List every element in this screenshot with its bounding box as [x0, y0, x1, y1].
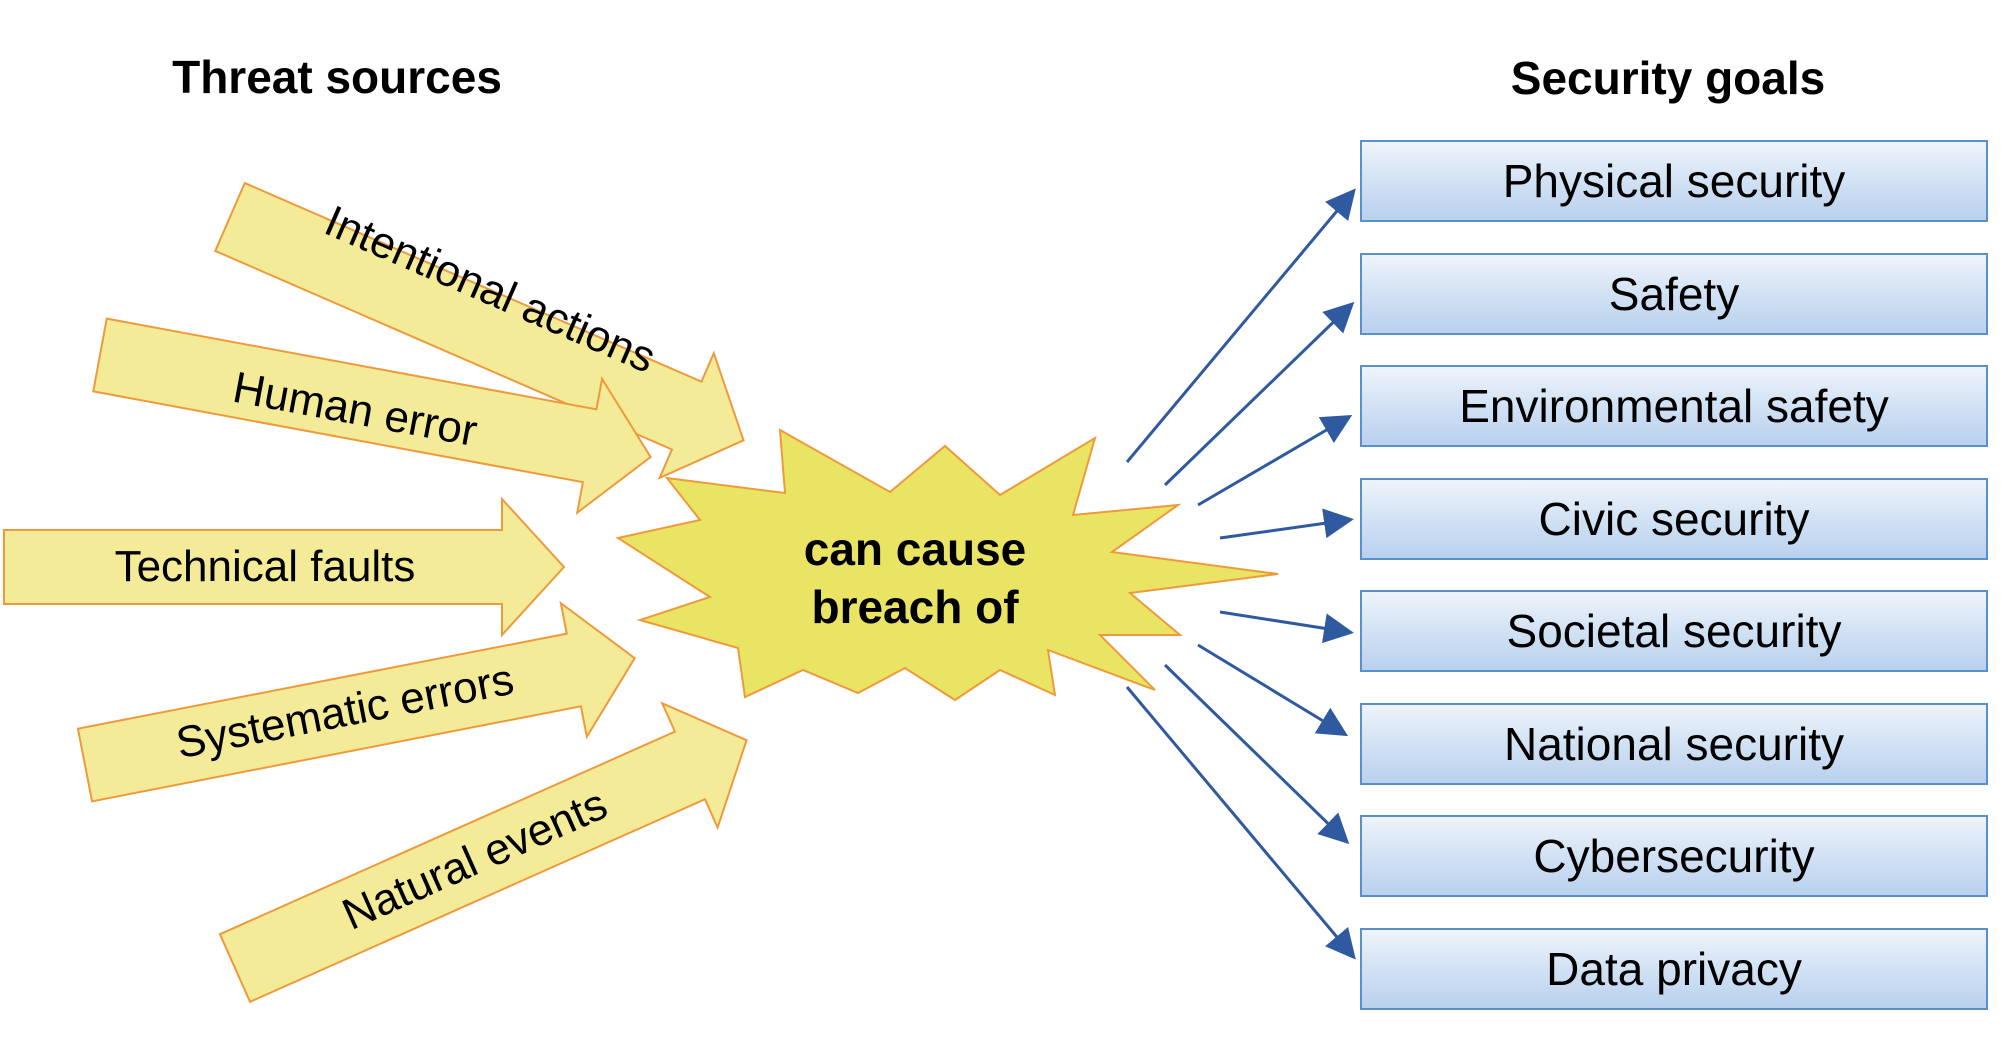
goal-box-data-privacy: Data privacy: [1360, 928, 1988, 1010]
connector-arrow-societal-security: [1219, 610, 1354, 644]
goal-label-civic-security: Civic security: [1538, 493, 1810, 545]
goal-box-societal-security: Societal security: [1360, 590, 1988, 672]
goal-label-environmental-safety: Environmental safety: [1459, 380, 1889, 432]
source-arrow-human-error: [92, 317, 652, 515]
connector-arrow-safety: [1163, 301, 1355, 487]
source-arrow-technical-faults: [3, 496, 566, 638]
connector-arrow-cybersecurity: [1163, 663, 1350, 845]
threat-sources-heading: Threat sources: [172, 51, 502, 103]
source-arrow-systematic-errors: [76, 600, 637, 803]
goal-label-physical-security: Physical security: [1502, 155, 1846, 207]
goal-box-civic-security: Civic security: [1360, 478, 1988, 560]
central-burst: [615, 428, 1279, 702]
connector-arrow-national-security: [1197, 643, 1349, 737]
goal-box-physical-security: Physical security: [1360, 140, 1988, 222]
goal-label-societal-security: Societal security: [1506, 605, 1842, 657]
goal-box-national-security: National security: [1360, 703, 1988, 785]
goal-label-cybersecurity: Cybersecurity: [1533, 830, 1815, 882]
burst-label-line1: can cause: [803, 523, 1027, 575]
source-label-technical-faults: Technical faults: [114, 542, 416, 591]
security-goals-heading: Security goals: [1510, 52, 1826, 104]
goal-box-environmental-safety: Environmental safety: [1360, 365, 1988, 447]
connector-arrow-environmental-safety: [1197, 414, 1353, 507]
goal-label-data-privacy: Data privacy: [1546, 943, 1802, 995]
connector-arrow-data-privacy: [1125, 686, 1356, 960]
source-arrow-natural-events: [218, 701, 748, 1004]
goal-box-safety: Safety: [1360, 253, 1988, 335]
burst-label: can cause breach of: [804, 520, 1026, 636]
burst-label-line2: breach of: [811, 581, 1019, 633]
goal-label-safety: Safety: [1608, 268, 1740, 320]
connector-arrow-physical-security: [1125, 188, 1356, 463]
goal-label-national-security: National security: [1503, 718, 1845, 770]
connector-arrow-civic-security: [1219, 508, 1354, 540]
goal-box-cybersecurity: Cybersecurity: [1360, 815, 1988, 897]
